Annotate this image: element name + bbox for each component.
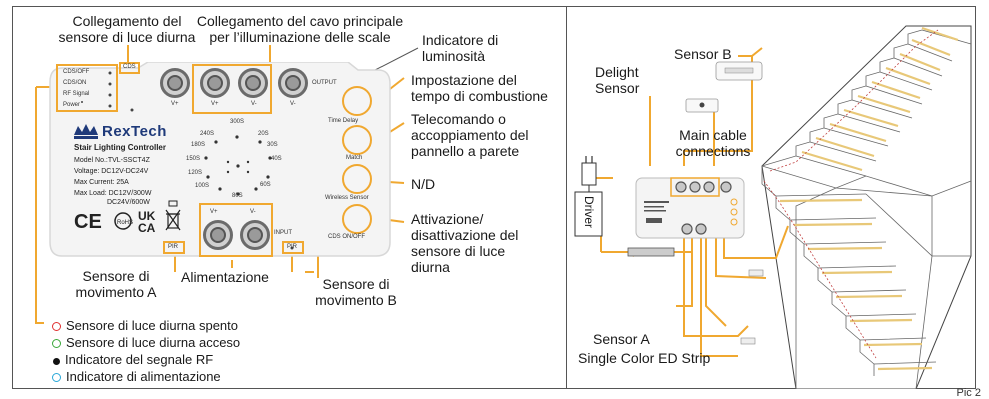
led-label-rf-signal: RF Signal: [63, 91, 90, 97]
legend-cds-on: Sensore di luce diurna acceso: [52, 335, 240, 350]
label-sensor-b: Sensor B: [674, 46, 732, 62]
led-label-cds-on: CDS/ON: [63, 80, 87, 86]
legend-rf-signal-text: Indicatore del segnale RF: [65, 352, 214, 367]
time-delay-label: Time Delay: [328, 118, 359, 124]
label-delight-sensor: Delight Sensor: [595, 64, 640, 96]
led-label-power: Power: [63, 102, 81, 108]
vplus-label-2: V+: [211, 101, 219, 107]
pir-b-box: [282, 241, 304, 254]
time-180s: 180S: [191, 142, 206, 148]
callout-burn-time: Impostazione del tempo di combustione: [411, 72, 548, 104]
staircase-illustration: [574, 25, 972, 389]
main-cable-box: [192, 64, 272, 114]
match-button[interactable]: [342, 125, 372, 155]
callout-cds-toggle: Attivazione/ disattivazione del sensore …: [411, 211, 519, 275]
pir-a-box: [163, 241, 185, 254]
red-ring-icon: [52, 322, 61, 331]
time-20s: 20S: [258, 131, 269, 137]
label-strip: Single Color ED Strip: [578, 350, 711, 366]
input-vplus-label: V+: [210, 209, 218, 215]
time-60s: 60S: [260, 182, 271, 188]
cds-port-label: CDS: [123, 64, 136, 70]
callout-motion-a: Sensore di movimento A: [75, 268, 157, 300]
load-spec-24v: DC24V/600W: [107, 199, 150, 206]
input-vminus-label: V-: [250, 209, 256, 215]
output-terminal-3: [238, 68, 268, 98]
callout-main-cable-link: Collegamento del cavo principale per l’i…: [196, 13, 404, 45]
voltage-spec: Voltage: DC12V-DC24V: [74, 168, 149, 175]
black-dot-icon: [53, 358, 60, 365]
output-terminal-1: [160, 68, 190, 98]
time-120s: 120S: [188, 170, 203, 176]
callout-motion-b: Sensore di movimento B: [315, 276, 397, 308]
time-30s: 30S: [267, 142, 278, 148]
time-240s: 240S: [200, 131, 215, 137]
legend-power: Indicatore di alimentazione: [52, 369, 221, 384]
controller-device: CE RoHS UK CA: [49, 62, 391, 257]
match-label: Match: [346, 155, 363, 161]
label-driver: Driver: [582, 196, 596, 228]
vplus-label-1: V+: [171, 101, 179, 107]
cds-onoff-button[interactable]: [342, 204, 372, 234]
product-name: Stair Lighting Controller: [74, 143, 166, 152]
output-label: OUTPUT: [312, 80, 337, 86]
vminus-label-1: V-: [251, 101, 257, 107]
time-300s: 300S: [230, 119, 245, 125]
callout-nd: N/D: [411, 176, 436, 192]
callout-remote-pairing: Telecomando o accoppiamento del pannello…: [411, 111, 529, 159]
output-terminal-2: [200, 68, 230, 98]
load-spec-12v: Max Load: DC12V/300W: [74, 190, 152, 197]
callout-brightness-indicator: Indicatore di luminosità: [422, 32, 499, 64]
legend-cds-off: Sensore di luce diurna spento: [52, 318, 238, 333]
led-label-cds-off: CDS/OFF: [63, 69, 90, 75]
vminus-label-2: V-: [290, 101, 296, 107]
pir-b-label: PIR: [287, 244, 298, 250]
svg-text:CE: CE: [74, 211, 102, 233]
label-main-cable: Main cable connections: [675, 127, 751, 159]
output-terminal-4: [278, 68, 308, 98]
page-number: Pic 2: [956, 387, 981, 399]
input-label: INPUT: [274, 230, 292, 236]
pir-a-label: PIR: [168, 244, 179, 250]
brand-name: RexTech: [102, 123, 167, 140]
time-40s: 40S: [271, 156, 282, 162]
time-100s: 100S: [195, 183, 210, 189]
svg-text:UK: UK: [138, 209, 156, 223]
cds-port-box: [119, 62, 140, 74]
time-150s: 150S: [186, 156, 201, 162]
current-spec: Max Current: 25A: [74, 179, 129, 186]
legend-power-text: Indicatore di alimentazione: [66, 369, 221, 384]
label-sensor-a: Sensor A: [593, 331, 650, 347]
svg-text:RoHS: RoHS: [117, 220, 133, 226]
cds-onoff-label: CDS ON/OFF: [328, 234, 365, 240]
svg-text:CA: CA: [138, 221, 156, 235]
model-number: Model No.:TVL-SSCT4Z: [74, 157, 150, 164]
blue-ring-icon: [52, 373, 61, 382]
wireless-sensor-label: Wireless Sensor: [325, 195, 369, 201]
wireless-sensor-button[interactable]: [342, 164, 372, 194]
time-delay-button[interactable]: [342, 86, 372, 116]
legend-rf-signal: Indicatore del segnale RF: [52, 352, 213, 367]
legend-cds-on-text: Sensore di luce diurna acceso: [66, 335, 241, 350]
legend-cds-off-text: Sensore di luce diurna spento: [66, 318, 239, 333]
time-80s: 80S: [232, 193, 243, 199]
input-terminal-vplus: [203, 220, 233, 250]
callout-power-supply: Alimentazione: [181, 269, 269, 285]
input-terminal-vminus: [240, 220, 270, 250]
green-ring-icon: [52, 339, 61, 348]
callout-cds-sensor-link: Collegamento del sensore di luce diurna: [58, 13, 196, 45]
